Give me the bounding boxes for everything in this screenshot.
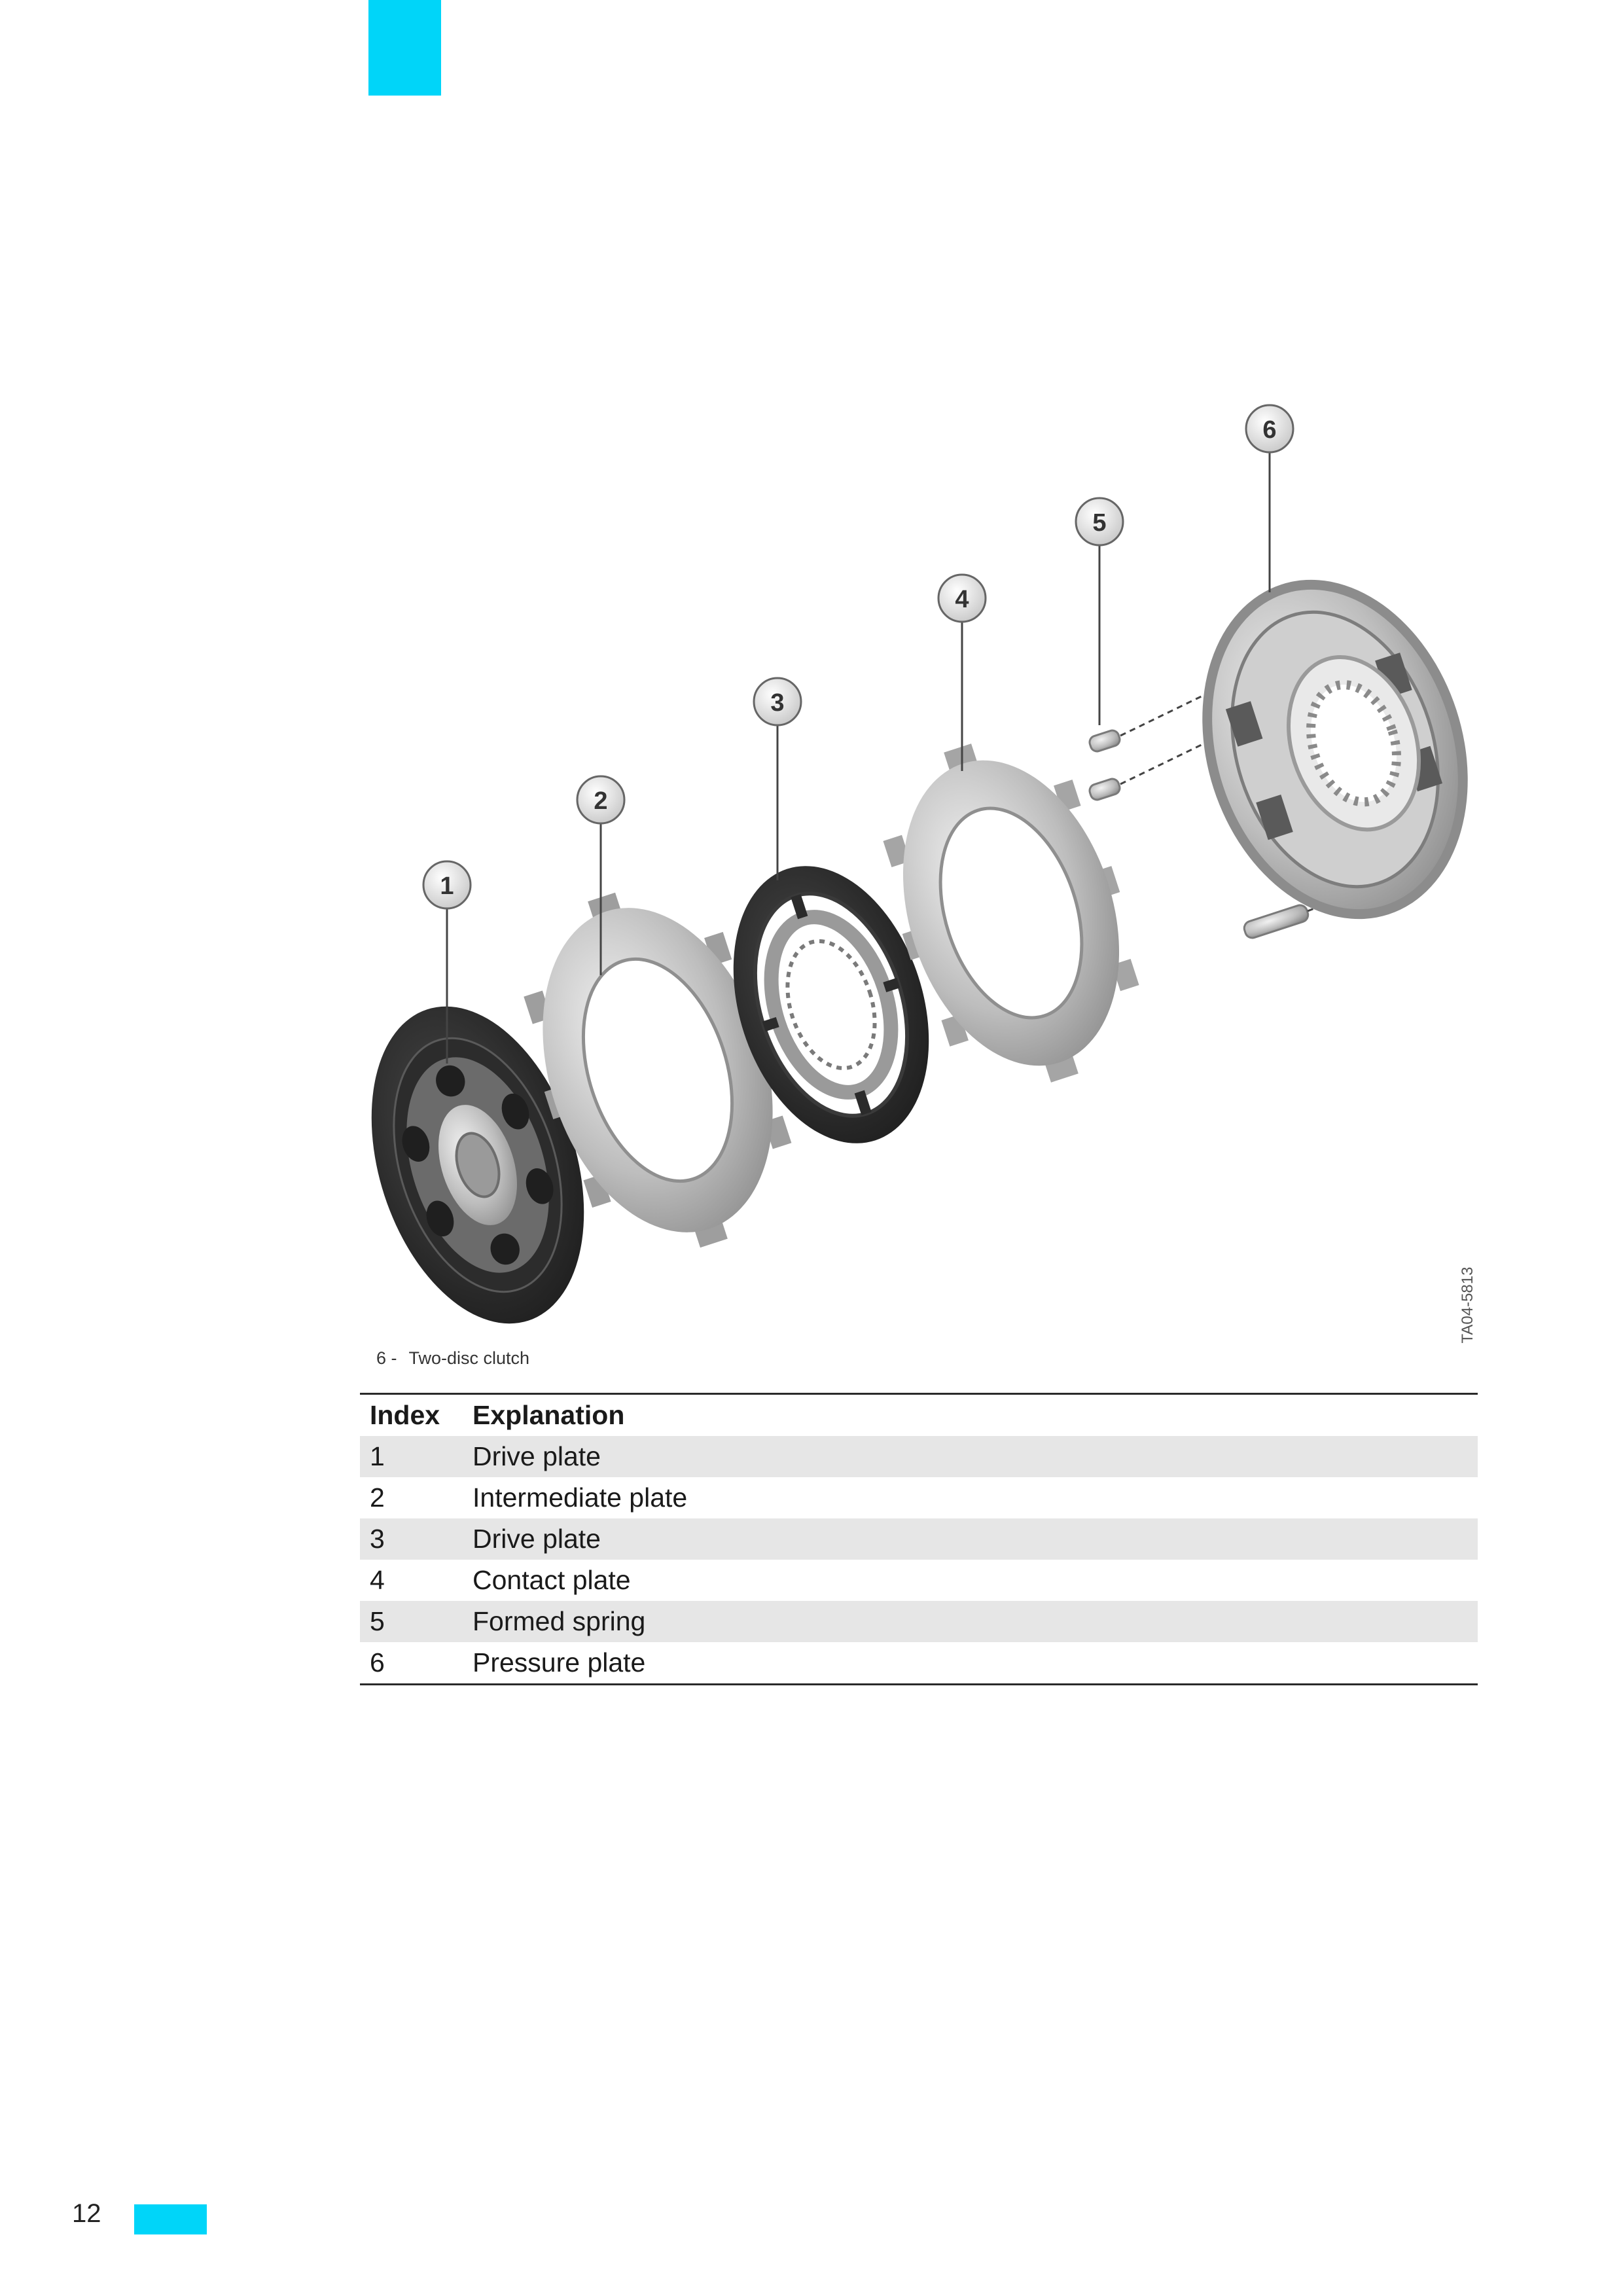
pressure-plate-part <box>1202 579 1468 920</box>
clutch-exploded-figure: 1 2 3 4 5 6 <box>353 393 1492 1374</box>
row-explanation: Pressure plate <box>473 1647 646 1677</box>
svg-text:6: 6 <box>1262 416 1276 444</box>
row-explanation: Drive plate <box>473 1441 601 1471</box>
page-number: 12 <box>72 2199 101 2228</box>
callout-2: 2 <box>576 775 626 825</box>
table-row: 4 Contact plate <box>360 1560 1478 1601</box>
figure-caption: 6 - Two-disc clutch <box>376 1348 529 1369</box>
row-explanation: Formed spring <box>473 1606 646 1636</box>
table-row: 5 Formed spring <box>360 1601 1478 1642</box>
svg-text:5: 5 <box>1092 509 1106 537</box>
svg-text:3: 3 <box>770 689 784 717</box>
svg-text:1: 1 <box>440 872 454 900</box>
table-row: 6 Pressure plate <box>360 1642 1478 1683</box>
accent-bar-top <box>368 0 441 96</box>
caption-text: Two-disc clutch <box>408 1348 530 1368</box>
figure-code: TA04-5813 <box>1448 1263 1488 1348</box>
drive-plate-1-part <box>371 1006 584 1324</box>
drive-plate-3-part <box>733 866 929 1143</box>
callout-4: 4 <box>937 573 987 623</box>
contact-plate-part <box>883 744 1139 1083</box>
svg-text:2: 2 <box>594 787 607 815</box>
table-row: 2 Intermediate plate <box>360 1477 1478 1518</box>
row-index: 3 <box>370 1524 385 1554</box>
row-explanation: Contact plate <box>473 1565 631 1595</box>
callout-3: 3 <box>753 677 802 726</box>
row-index: 4 <box>370 1565 385 1595</box>
table-row: 3 Drive plate <box>360 1518 1478 1560</box>
svg-text:4: 4 <box>955 586 969 613</box>
explanation-table: Index Explanation 1 Drive plate 2 Interm… <box>360 1393 1478 1685</box>
row-index: 6 <box>370 1647 385 1677</box>
table-row: 1 Drive plate <box>360 1436 1478 1477</box>
row-explanation: Intermediate plate <box>473 1482 688 1513</box>
callout-5: 5 <box>1075 497 1124 547</box>
row-index: 5 <box>370 1606 385 1636</box>
caption-number: 6 - <box>376 1348 397 1368</box>
row-index: 1 <box>370 1441 385 1471</box>
row-explanation: Drive plate <box>473 1524 601 1554</box>
row-index: 2 <box>370 1482 385 1513</box>
callout-6: 6 <box>1245 404 1294 454</box>
callout-1: 1 <box>422 860 472 910</box>
header-explanation: Explanation <box>473 1400 625 1430</box>
table-header: Index Explanation <box>360 1395 1478 1436</box>
accent-bar-bottom <box>134 2204 207 2234</box>
intermediate-plate-part <box>524 892 792 1248</box>
figure-code-text: TA04-5813 <box>1459 1266 1476 1344</box>
header-index: Index <box>370 1400 440 1430</box>
